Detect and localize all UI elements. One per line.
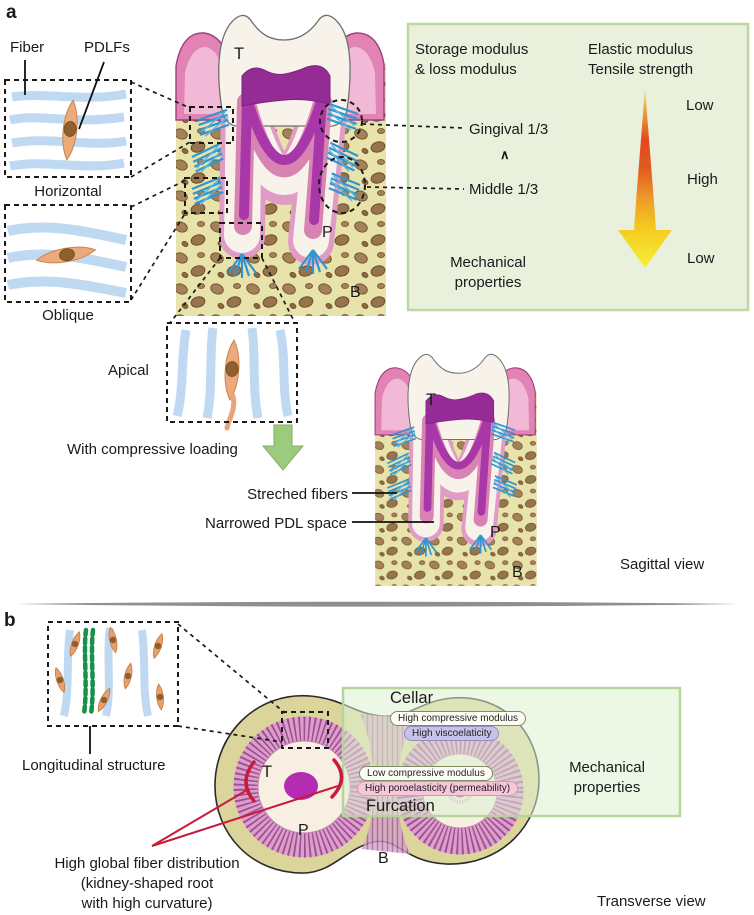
tooth-small-b-label: B (512, 564, 523, 581)
middle-third-label: Middle 1/3 (469, 181, 539, 198)
tooth-large-b-label: B (350, 284, 361, 301)
dashed-annotations (4, 79, 465, 749)
high-poroelasticity-pill: High poroelasticity (permeability) (357, 781, 519, 796)
panel-b-label: b (4, 610, 16, 631)
horizontal-label: Horizontal (34, 183, 102, 200)
cross-section-b-label: B (378, 850, 389, 867)
high-viscoelaticity-pill: High viscoelaticity (404, 726, 500, 741)
tooth-small-t-label: T (426, 391, 437, 409)
mechanical-properties-a-label: Mechanical properties (450, 254, 526, 291)
cross-section-p-label: P (298, 822, 309, 839)
longitudinal-inset-art (52, 626, 166, 717)
small-tooth-illustration (375, 354, 537, 586)
high-compressive-modulus-pill: High compressive modulus (390, 711, 527, 726)
oblique-label: Oblique (42, 307, 94, 324)
tooth-large-p-label: P (322, 224, 333, 241)
storage-modulus-label: Storage modulus & loss modulus (415, 41, 529, 78)
scale-high-label: High (687, 171, 718, 188)
cross-section-t-label: T (262, 763, 273, 781)
apical-fibers-inset-art (172, 327, 293, 419)
narrowed-pdl-space-label: Narrowed PDL space (205, 515, 348, 532)
compressive-loading-arrow (261, 424, 305, 471)
large-tooth-illustration (176, 15, 386, 316)
scale-low-top-label: Low (686, 97, 714, 114)
gingival-third-label: Gingival 1/3 (469, 121, 549, 138)
streched-fibers-label: Streched fibers (247, 486, 348, 503)
gradient-scale-arrow (618, 86, 672, 268)
comparison-caret: ∧ (500, 147, 510, 162)
pointer-lines (24, 60, 434, 754)
mechanical-properties-box-a (406, 22, 750, 312)
mechanical-properties-b-label: Mechanical properties (569, 759, 645, 796)
furcation-label: Furcation (366, 797, 435, 815)
transverse-view-label: Transverse view (597, 893, 706, 910)
apical-label: Apical (108, 362, 149, 379)
low-compressive-modulus-pill: Low compressive modulus (359, 766, 493, 781)
sagittal-view-label: Sagittal view (620, 556, 705, 573)
pdlfs-label: PDLFs (84, 39, 130, 56)
elastic-modulus-label: Elastic modulus Tensile strength (588, 41, 694, 78)
with-compressive-loading-label: With compressive loading (67, 441, 238, 458)
tooth-large-t-label: T (234, 45, 245, 63)
cellar-label: Cellar (390, 689, 434, 707)
high-global-fiber-label: High global fiber distribution (kidney-s… (54, 855, 240, 912)
tooth-small-p-label: P (490, 524, 501, 541)
scale-low-bottom-label: Low (687, 250, 715, 267)
panel-divider (15, 601, 739, 607)
red-annotations (151, 758, 344, 847)
fiber-label: Fiber (10, 39, 45, 56)
panel-a-label: a (6, 2, 17, 23)
longitudinal-structure-label: Longitudinal structure (22, 757, 166, 774)
